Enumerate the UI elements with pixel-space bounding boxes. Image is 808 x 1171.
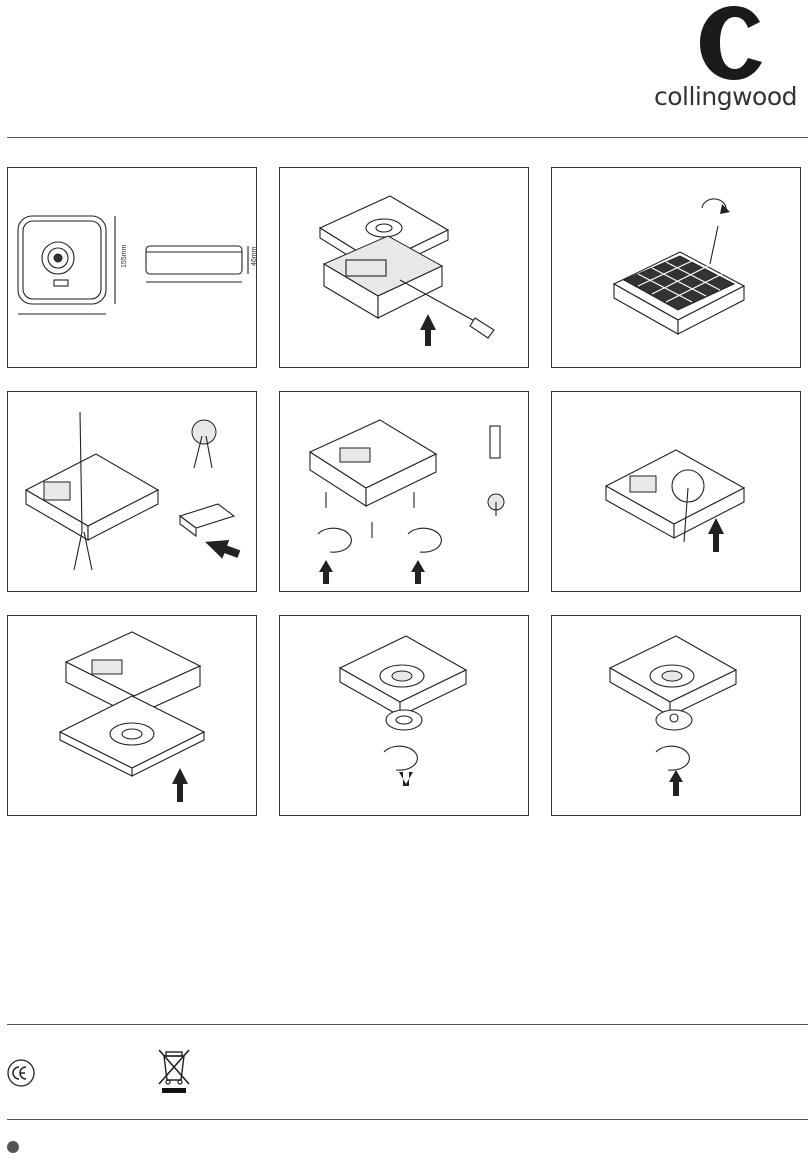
step-4-wiring-panel (7, 391, 257, 592)
step-5-mount-panel (279, 391, 529, 592)
step-8-remove-cap-panel (279, 615, 529, 816)
step-2-open-cover-panel (279, 167, 529, 368)
step-7-fit-cover-panel (7, 615, 257, 816)
dimension-height-label: 155mm (121, 244, 128, 268)
up-arrow-icon (669, 770, 683, 796)
brand-logo: collingwood (648, 6, 808, 116)
step-9-refit-cap-panel (551, 615, 801, 816)
collingwood-c-logo-icon (698, 6, 764, 80)
up-arrow-icon (319, 560, 333, 584)
step-3-remove-screw-panel (551, 167, 801, 368)
bullet-dot-icon (7, 1141, 19, 1153)
step-6-connect-panel (551, 391, 801, 592)
ce-mark-icon (6, 1058, 36, 1088)
footer-divider-top (7, 1024, 808, 1025)
header-divider (7, 137, 808, 138)
brand-wordmark: collingwood (654, 82, 797, 111)
left-arrow-icon (202, 532, 243, 563)
step-1-dimensions-panel: 155mm 46mm (7, 167, 257, 368)
footer-divider-bottom (7, 1119, 808, 1120)
down-arrow-icon (399, 772, 413, 786)
up-arrow-icon (420, 314, 436, 346)
up-arrow-icon (411, 560, 425, 584)
up-arrow-icon (708, 518, 724, 552)
dimension-depth-label: 46mm (251, 246, 256, 266)
weee-bin-icon (157, 1046, 191, 1094)
up-arrow-icon (172, 768, 188, 802)
